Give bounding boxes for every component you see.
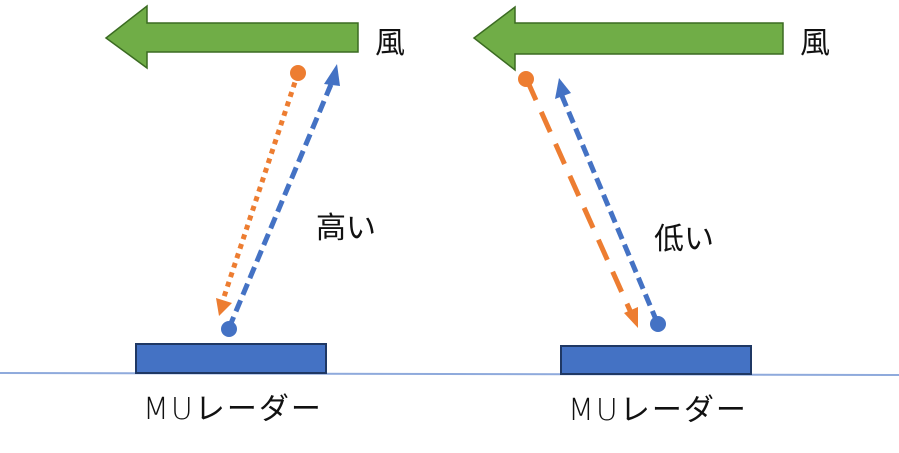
transmit-origin-dot — [650, 316, 666, 332]
echo-arrowhead-icon — [624, 307, 638, 328]
wind-label: 風 — [800, 26, 830, 61]
transmit-arrowhead-icon — [324, 64, 340, 86]
wind-arrow-icon — [472, 5, 784, 72]
radar-label: MUレーダー — [143, 392, 323, 427]
radar-antenna — [560, 345, 752, 375]
echo-origin-dot — [290, 65, 306, 81]
wind-label: 風 — [375, 26, 405, 61]
radar-label: MUレーダー — [568, 393, 748, 428]
transmit-beam — [559, 95, 660, 323]
panel-low — [472, 5, 784, 375]
panel-high — [104, 4, 359, 374]
transmit-arrowhead-icon — [555, 78, 571, 99]
radar-antenna — [135, 343, 327, 374]
height-label: 高い — [316, 211, 376, 246]
height-label: 低い — [654, 222, 714, 257]
wind-arrow-icon — [104, 4, 359, 70]
echo-beam — [524, 78, 635, 317]
echo-origin-dot — [518, 71, 534, 87]
transmit-beam — [226, 81, 335, 329]
echo-arrowhead-icon — [216, 298, 232, 316]
ground-line — [0, 372, 899, 376]
transmit-origin-dot — [221, 321, 237, 337]
